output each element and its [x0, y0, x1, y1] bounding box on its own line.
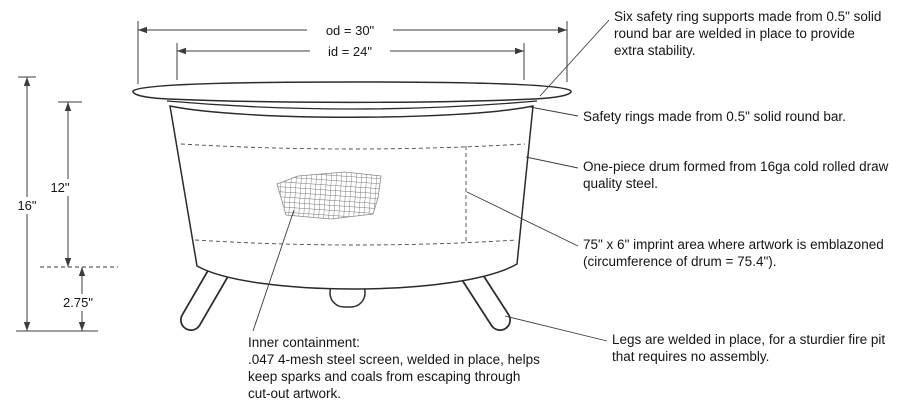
leader-lines [252, 19, 610, 342]
annotation-ring-supports: Six safety ring supports made from 0.5" … [614, 9, 882, 58]
dim-od-label: od = 30" [307, 22, 393, 39]
dim-id-label: id = 24" [310, 43, 390, 60]
annotation-safety-rings: Safety rings made from 0.5" solid round … [583, 109, 846, 124]
imprint-area-dashes [180, 143, 526, 246]
leader-imprint [466, 191, 579, 247]
leader-containment [252, 209, 295, 332]
dim-total-height-label: 16" [4, 197, 50, 214]
dim-drum-height-label: 12" [37, 179, 83, 196]
annotation-drum: One-piece drum formed from 16ga cold rol… [583, 159, 889, 191]
rim-outline [132, 81, 572, 104]
leader-ring-supports [539, 19, 610, 97]
mesh-screen-patch [276, 171, 382, 220]
annotation-inner-containment: Inner containment: .047 4-mesh steel scr… [248, 335, 540, 401]
leader-drum [525, 156, 579, 169]
dim-leg-height-label: 2.75" [52, 294, 104, 311]
safety-ring-line [166, 100, 538, 110]
dimension-arrowheads [23, 26, 567, 331]
annotation-legs: Legs are welded in place, for a sturdier… [612, 332, 886, 364]
leader-legs [504, 315, 608, 342]
annotation-imprint: 75" x 6" imprint area where artwork is e… [583, 237, 884, 269]
leader-safety-rings [529, 106, 579, 117]
